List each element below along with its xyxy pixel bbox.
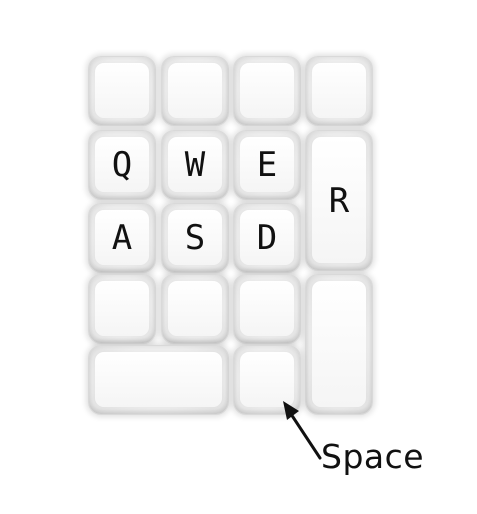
key-s-label: S	[184, 218, 206, 258]
key-blank	[233, 274, 301, 344]
key-d: D	[233, 203, 301, 273]
key-r-label: R	[328, 180, 350, 221]
key-a: A	[88, 203, 156, 273]
key-w: W	[161, 130, 229, 200]
key-s: S	[161, 203, 229, 273]
key-blank	[233, 56, 301, 126]
key-e: E	[233, 130, 301, 200]
key-w-label: W	[184, 145, 206, 185]
key-r: R	[305, 130, 373, 271]
pointer-arrow-icon	[283, 401, 322, 460]
key-q: Q	[88, 130, 156, 200]
key-blank	[88, 274, 156, 344]
key-blank	[88, 56, 156, 126]
key-space	[233, 345, 301, 415]
space-annotation-label: Space	[321, 437, 425, 476]
key-blank	[161, 274, 229, 344]
key-d-label: D	[256, 218, 278, 258]
key-q-label: Q	[111, 145, 133, 185]
key-blank-wide	[88, 345, 229, 415]
key-blank	[161, 56, 229, 126]
key-blank	[305, 56, 373, 126]
key-e-label: E	[256, 145, 278, 185]
key-a-label: A	[111, 218, 133, 258]
key-blank-tall	[305, 274, 373, 415]
